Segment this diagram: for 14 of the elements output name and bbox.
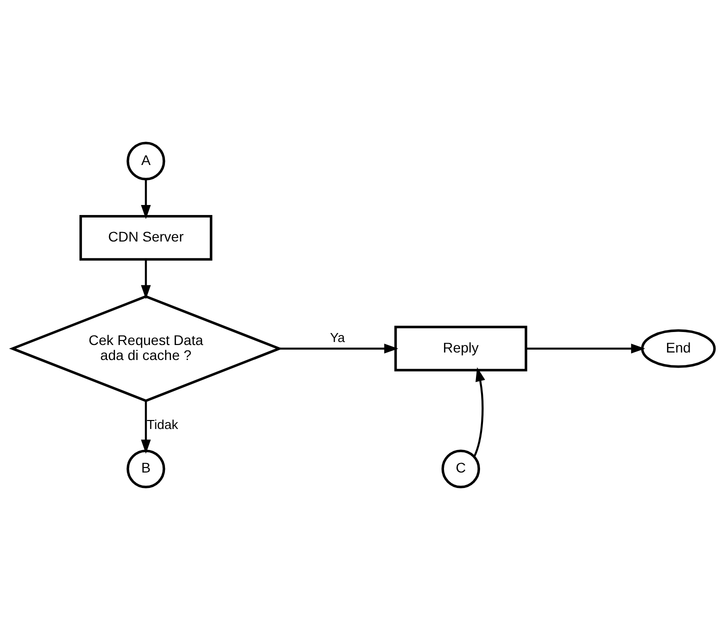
arrow (279, 344, 398, 354)
arrow (140, 260, 151, 300)
arrow (140, 179, 151, 220)
node-ellipse: End (641, 329, 716, 368)
arrow (473, 367, 486, 458)
arrow (526, 344, 646, 354)
node-box: Reply (394, 326, 528, 372)
edge-label: Ya (330, 330, 345, 345)
node-circle: B (126, 450, 166, 488)
node-circle: A (126, 142, 166, 180)
arrow (140, 400, 151, 454)
edge-label: Tidak (146, 417, 178, 432)
node-box: CDN Server (79, 214, 212, 261)
node-circle: C (441, 450, 480, 488)
